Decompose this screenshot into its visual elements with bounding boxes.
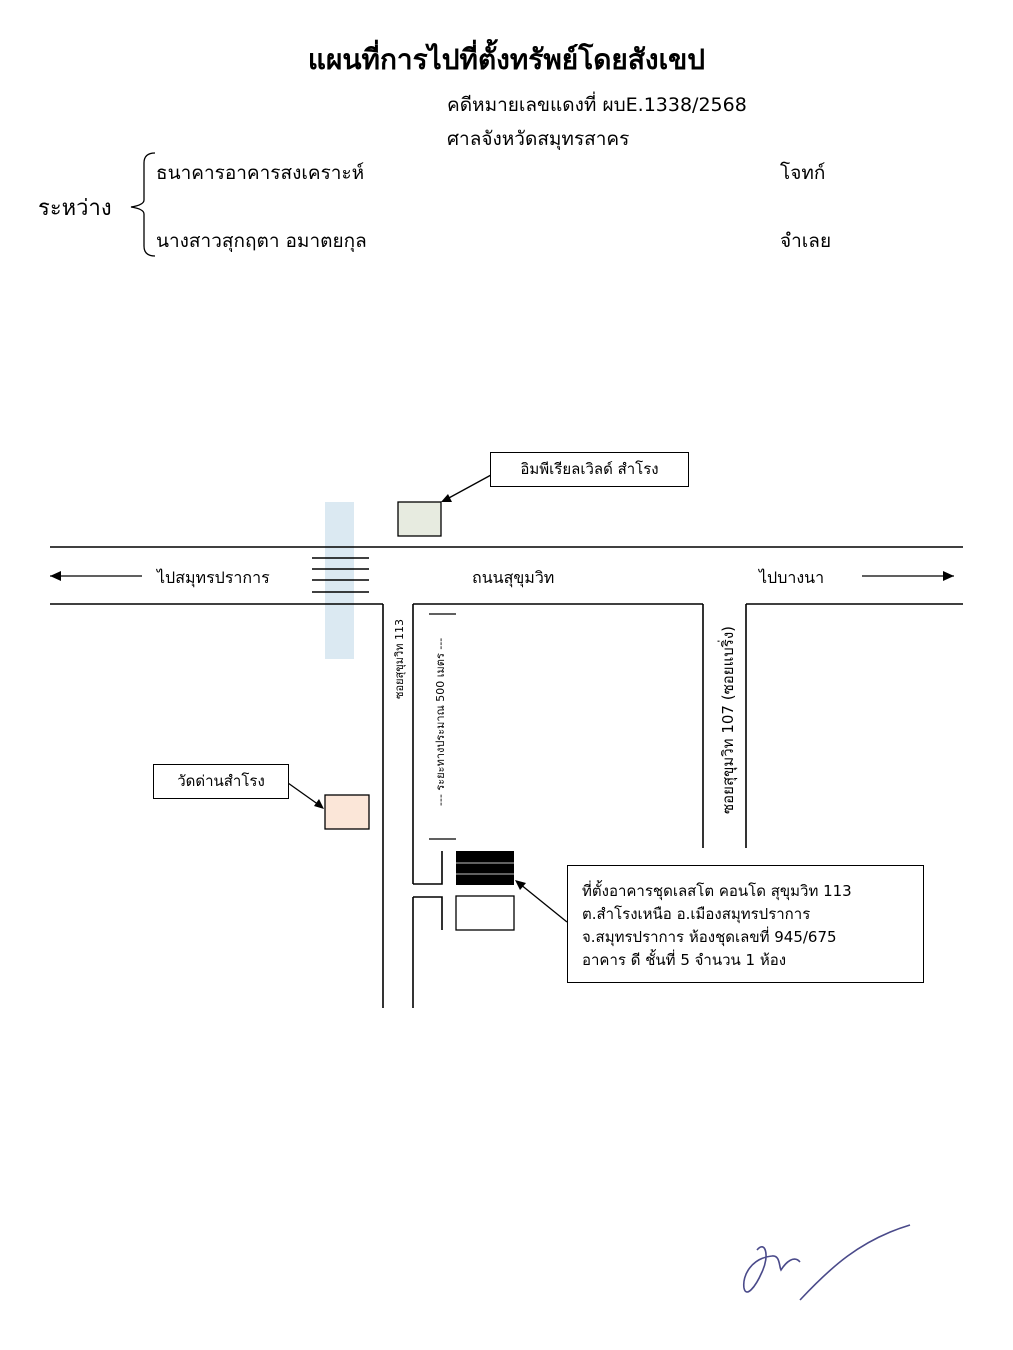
soi107-label: ซอยสุขุมวิท 107 (ซอยแบริ่ง): [719, 626, 737, 815]
page-title: แผนที่การไปที่ตั้งทรัพย์โดยสังเขป: [307, 43, 706, 76]
property-building: [456, 851, 514, 885]
between-bracket: [130, 152, 156, 257]
mall-callout-text: อิมพีเรียลเวิลด์ สำโรง: [520, 460, 659, 478]
mall-callout: อิมพีเรียลเวิลด์ สำโรง: [490, 452, 689, 487]
temple-callout-line: [287, 782, 320, 806]
plaintiff-role: โจทก์: [780, 162, 826, 184]
soi113-label: ซอยสุขุมวิท 113: [393, 619, 406, 699]
defendant-role: จำเลย: [780, 230, 832, 252]
mall-callout-line: [446, 474, 492, 500]
arrow-east-head: [943, 571, 954, 581]
temple-callout-text: วัดด่านสำโรง: [177, 772, 265, 790]
distance-label: --- ระยะทางประมาณ 500 เมตร ---: [434, 637, 447, 806]
temple-callout-head: [314, 799, 324, 809]
property-line-1: ที่ตั้งอาคารชุดเลสโต คอนโด สุขุมวิท 113: [582, 882, 852, 900]
property-line-4: อาคาร ดี ชั้นที่ 5 จำนวน 1 ห้อง: [582, 951, 787, 969]
mall-callout-head: [441, 494, 452, 502]
signature: [743, 1224, 911, 1301]
property-callout-head: [515, 880, 526, 890]
lane-lower: [413, 896, 443, 930]
temple-building: [324, 794, 370, 830]
between-label: ระหว่าง: [38, 196, 112, 221]
property-callout: ที่ตั้งอาคารชุดเลสโต คอนโด สุขุมวิท 113 …: [567, 865, 924, 983]
property-callout-line: [519, 883, 568, 923]
plaintiff-name: ธนาคารอาคารสงเคราะห์: [156, 162, 365, 184]
lane-upper: [413, 851, 443, 885]
court-name: ศาลจังหวัดสมุทรสาคร: [447, 128, 630, 150]
mall-building: [397, 501, 442, 537]
defendant-name: นางสาวสุกฤตา อมาตยกุล: [156, 230, 367, 252]
case-number: คดีหมายเลขแดงที่ ผบE.1338/2568: [447, 94, 747, 116]
crosswalk-stripes: [312, 557, 369, 593]
main-road-label: ถนนสุขุมวิท: [472, 568, 555, 587]
temple-callout: วัดด่านสำโรง: [153, 764, 289, 799]
property-line-3: จ.สมุทรปราการ ห้องชุดเลขที่ 945/675: [582, 928, 837, 946]
direction-west-label: ไปสมุทรปราการ: [157, 568, 270, 587]
neighbor-building: [455, 895, 515, 931]
property-line-2: ต.สำโรงเหนือ อ.เมืองสมุทรปราการ: [582, 905, 811, 923]
direction-east-label: ไปบางนา: [759, 568, 825, 587]
arrow-west-head: [50, 571, 61, 581]
